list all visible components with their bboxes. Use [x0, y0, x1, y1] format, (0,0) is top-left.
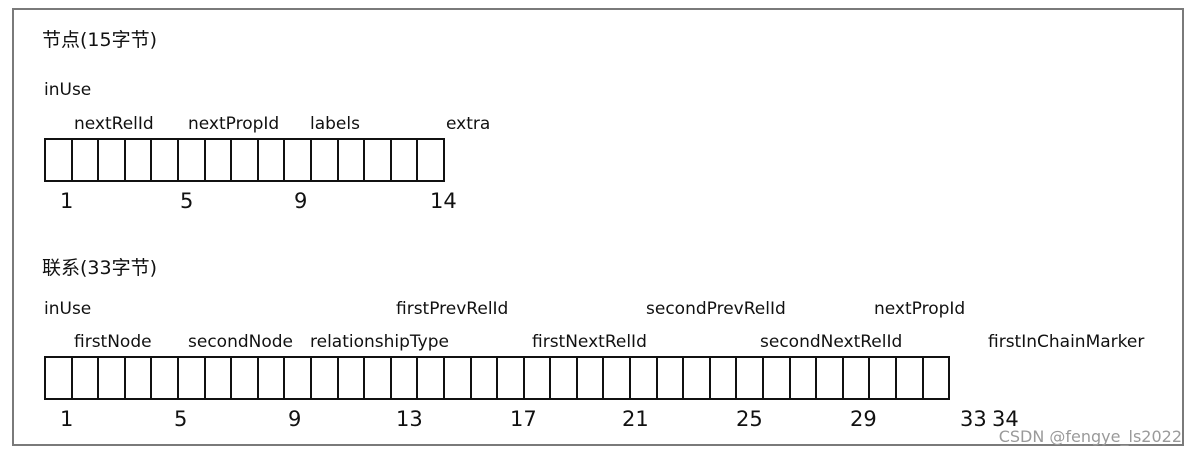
rel-byte-cell-5	[150, 356, 179, 400]
rel-byte-cell-18	[496, 356, 525, 400]
rel-index-5: 5	[174, 407, 188, 431]
rel-byte-cell-30	[815, 356, 844, 400]
node-byte-cell-15	[416, 138, 445, 182]
node-field-labels: labels	[310, 114, 360, 134]
rel-byte-cell-27	[735, 356, 765, 400]
diagram-frame	[12, 8, 1184, 446]
rel-field-nextpropid: nextPropId	[874, 299, 966, 319]
rel-field-firstprevrelid: firstPrevRelId	[396, 299, 509, 319]
rel-index-9: 9	[288, 407, 302, 431]
rel-field-secondnextrelid: secondNextRelId	[760, 332, 903, 352]
rel-field-relationshiptype: relationshipType	[310, 332, 449, 352]
rel-byte-cell-1	[44, 356, 73, 400]
node-byte-cell-8	[230, 138, 259, 182]
rel-index-25: 25	[736, 407, 763, 431]
rel-byte-cell-20	[549, 356, 578, 400]
rel-byte-cell-34	[921, 356, 951, 400]
rel-byte-cell-17	[469, 356, 499, 400]
node-byte-cell-11	[309, 138, 339, 182]
rel-byte-cell-33	[895, 356, 924, 400]
rel-byte-cell-21	[575, 356, 605, 400]
rel-byte-cell-14	[389, 356, 419, 400]
rel-byte-cell-16	[442, 356, 472, 400]
rel-byte-cell-29	[788, 356, 818, 400]
node-byte-cell-12	[336, 138, 366, 182]
rel-byte-cell-22	[602, 356, 632, 400]
rel-index-17: 17	[510, 407, 537, 431]
node-field-inuse: inUse	[44, 80, 92, 100]
rel-field-secondnode: secondNode	[188, 332, 293, 352]
rel-byte-cell-25	[682, 356, 711, 400]
rel-byte-cell-15	[416, 356, 445, 400]
rel-byte-cell-6	[176, 356, 206, 400]
relationship-byte-cells	[44, 356, 951, 400]
node-field-nextpropid: nextPropId	[188, 114, 280, 134]
node-index-9: 9	[294, 189, 308, 213]
rel-index-33: 33	[960, 407, 987, 431]
rel-byte-cell-9	[256, 356, 286, 400]
node-byte-cell-2	[70, 138, 100, 182]
node-byte-cell-3	[97, 138, 126, 182]
rel-field-secondprevrelid: secondPrevRelId	[646, 299, 786, 319]
rel-field-inuse: inUse	[44, 299, 92, 319]
rel-byte-cell-24	[655, 356, 685, 400]
rel-byte-cell-26	[708, 356, 738, 400]
rel-byte-cell-23	[629, 356, 658, 400]
rel-byte-cell-7	[203, 356, 233, 400]
rel-index-13: 13	[396, 407, 423, 431]
rel-byte-cell-31	[841, 356, 871, 400]
rel-byte-cell-19	[522, 356, 552, 400]
rel-field-firstnode: firstNode	[74, 332, 152, 352]
rel-byte-cell-13	[363, 356, 392, 400]
rel-field-firstinchainmarker: firstInChainMarker	[988, 332, 1145, 352]
node-field-extra: extra	[446, 114, 491, 134]
node-index-14: 14	[430, 189, 457, 213]
rel-byte-cell-10	[283, 356, 312, 400]
rel-byte-cell-12	[336, 356, 366, 400]
rel-index-21: 21	[622, 407, 649, 431]
rel-byte-cell-3	[97, 356, 126, 400]
rel-byte-cell-4	[123, 356, 153, 400]
rel-byte-cell-8	[230, 356, 259, 400]
node-byte-cell-4	[123, 138, 153, 182]
node-byte-cell-13	[363, 138, 392, 182]
node-byte-cells	[44, 138, 445, 182]
node-byte-cell-14	[389, 138, 419, 182]
node-field-nextrelid: nextRelId	[74, 114, 154, 134]
rel-field-firstnextrelid: firstNextRelId	[532, 332, 647, 352]
relationship-record-title: 联系(33字节)	[42, 257, 158, 279]
watermark: CSDN @fengye_ls2022	[998, 427, 1182, 446]
node-byte-cell-1	[44, 138, 73, 182]
node-index-1: 1	[60, 189, 74, 213]
node-byte-cell-9	[256, 138, 286, 182]
node-byte-cell-5	[150, 138, 179, 182]
node-byte-cell-6	[176, 138, 206, 182]
rel-index-29: 29	[850, 407, 877, 431]
node-record-title: 节点(15字节)	[42, 29, 158, 51]
rel-byte-cell-2	[70, 356, 100, 400]
rel-byte-cell-28	[762, 356, 791, 400]
node-index-5: 5	[180, 189, 194, 213]
rel-index-1: 1	[60, 407, 74, 431]
rel-byte-cell-32	[868, 356, 897, 400]
node-byte-cell-10	[283, 138, 312, 182]
rel-byte-cell-11	[309, 356, 339, 400]
node-byte-cell-7	[203, 138, 233, 182]
rel-index-34: 34	[992, 407, 1019, 431]
